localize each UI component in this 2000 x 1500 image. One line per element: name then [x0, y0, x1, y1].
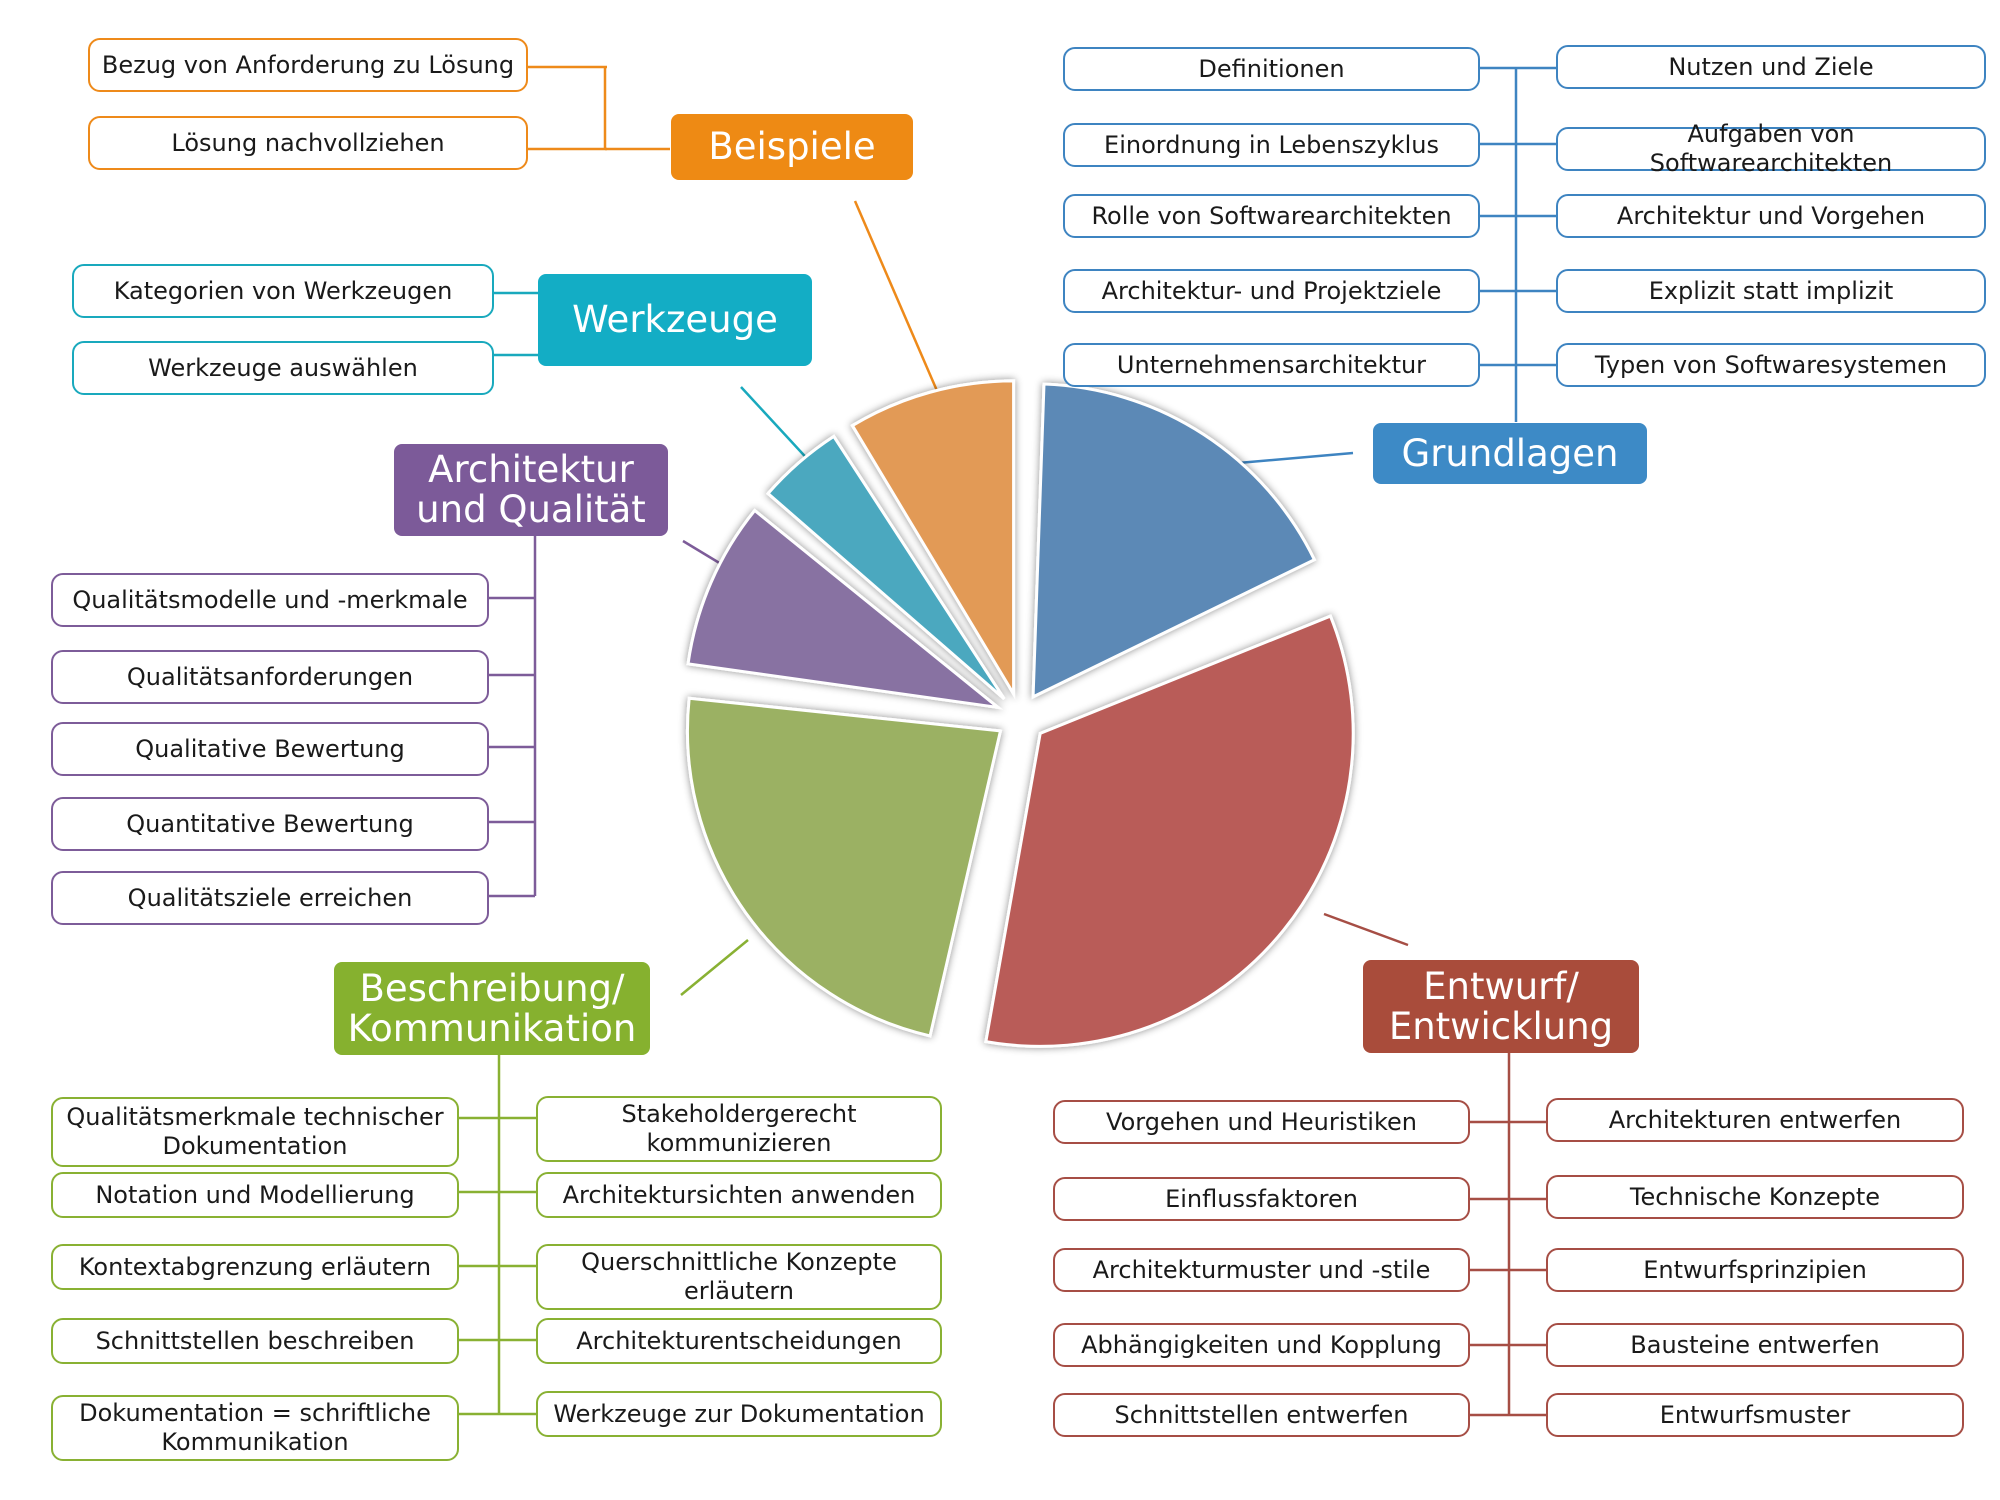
- architektur-qualitaet-item[interactable]: Qualitätsziele erreichen: [51, 871, 489, 925]
- entwurf-left-item[interactable]: Vorgehen und Heuristiken: [1053, 1100, 1470, 1144]
- beispiele-item[interactable]: Bezug von Anforderung zu Lösung: [88, 38, 528, 92]
- grundlagen-left-item[interactable]: Definitionen: [1063, 47, 1480, 91]
- pie-slice-architektur-qualitaet[interactable]: [686, 508, 1004, 710]
- beispiele-title[interactable]: Beispiele: [671, 114, 913, 180]
- grundlagen-right-item[interactable]: Architektur und Vorgehen: [1556, 194, 1986, 238]
- beschreibung-right-item[interactable]: Architekturentscheidungen: [536, 1318, 942, 1364]
- architektur-qualitaet-item[interactable]: Qualitative Bewertung: [51, 722, 489, 776]
- pie-slice-entwurf-entwicklung[interactable]: [984, 614, 1355, 1048]
- entwurf-connectors: [1323, 912, 1547, 1417]
- architektur-qualitaet-item[interactable]: Qualitätsanforderungen: [51, 650, 489, 704]
- beschreibung-title[interactable]: Beschreibung/ Kommunikation: [334, 962, 650, 1055]
- architektur-qualitaet-item[interactable]: Qualitätsmodelle und -merkmale: [51, 573, 489, 627]
- beschreibung-right-item[interactable]: Querschnittliche Konzepte erläutern: [536, 1244, 942, 1310]
- entwurf-title[interactable]: Entwurf/ Entwicklung: [1363, 960, 1639, 1053]
- werkzeuge-connectors: [493, 291, 814, 466]
- grundlagen-right-item[interactable]: Typen von Softwaresystemen: [1556, 343, 1986, 387]
- werkzeuge-item[interactable]: Kategorien von Werkzeugen: [72, 264, 494, 318]
- beschreibung-right-item[interactable]: Architektursichten anwenden: [536, 1172, 942, 1218]
- entwurf-left-item[interactable]: Abhängigkeiten und Kopplung: [1053, 1323, 1470, 1367]
- pie-slice-beispiele[interactable]: [850, 379, 1016, 700]
- entwurf-left-item[interactable]: Einflussfaktoren: [1053, 1177, 1470, 1221]
- beschreibung-right-item[interactable]: Stakeholdergerecht kommunizieren: [536, 1096, 942, 1162]
- beschreibung-left-item[interactable]: Schnittstellen beschreiben: [51, 1318, 459, 1364]
- entwurf-right-item[interactable]: Entwurfsprinzipien: [1546, 1248, 1964, 1292]
- entwurf-right-item[interactable]: Technische Konzepte: [1546, 1175, 1964, 1219]
- grundlagen-title[interactable]: Grundlagen: [1373, 423, 1647, 484]
- grundlagen-left-item[interactable]: Einordnung in Lebenszyklus: [1063, 123, 1480, 167]
- entwurf-right-item[interactable]: Architekturen entwerfen: [1546, 1098, 1964, 1142]
- beschreibung-left-item[interactable]: Qualitätsmerkmale technischer Dokumentat…: [51, 1097, 459, 1167]
- grundlagen-right-item[interactable]: Explizit statt implizit: [1556, 269, 1986, 313]
- architektur-qualitaet-title[interactable]: Architektur und Qualität: [394, 444, 668, 536]
- entwurf-left-item[interactable]: Architekturmuster und -stile: [1053, 1248, 1470, 1292]
- architektur-qualitaet-item[interactable]: Quantitative Bewertung: [51, 797, 489, 851]
- pie-slice-werkzeuge[interactable]: [765, 434, 1006, 701]
- pie-slice-beschreibung[interactable]: [685, 696, 1003, 1038]
- beschreibung-connectors: [458, 939, 749, 1416]
- beispiele-connectors: [527, 65, 943, 401]
- werkzeuge-title[interactable]: Werkzeuge: [538, 274, 812, 366]
- werkzeuge-item[interactable]: Werkzeuge auswählen: [72, 341, 494, 395]
- entwurf-left-item[interactable]: Schnittstellen entwerfen: [1053, 1393, 1470, 1437]
- beschreibung-left-item[interactable]: Dokumentation = schriftliche Kommunikati…: [51, 1395, 459, 1461]
- entwurf-right-item[interactable]: Bausteine entwerfen: [1546, 1323, 1964, 1367]
- entwurf-right-item[interactable]: Entwurfsmuster: [1546, 1393, 1964, 1437]
- beschreibung-left-item[interactable]: Kontextabgrenzung erläutern: [51, 1244, 459, 1290]
- grundlagen-connectors: [1237, 66, 1556, 465]
- grundlagen-left-item[interactable]: Architektur- und Projektziele: [1063, 269, 1480, 313]
- pie-slice-grundlagen[interactable]: [1031, 382, 1317, 700]
- grundlagen-left-item[interactable]: Unternehmensarchitektur: [1063, 343, 1480, 387]
- grundlagen-right-item[interactable]: Nutzen und Ziele: [1556, 45, 1986, 89]
- grundlagen-left-item[interactable]: Rolle von Softwarearchitekten: [1063, 194, 1480, 238]
- beschreibung-right-item[interactable]: Werkzeuge zur Dokumentation: [536, 1391, 942, 1437]
- beispiele-item[interactable]: Lösung nachvollziehen: [88, 116, 528, 170]
- beschreibung-left-item[interactable]: Notation und Modellierung: [51, 1172, 459, 1218]
- grundlagen-right-item[interactable]: Aufgaben von Softwarearchitekten: [1556, 120, 1986, 177]
